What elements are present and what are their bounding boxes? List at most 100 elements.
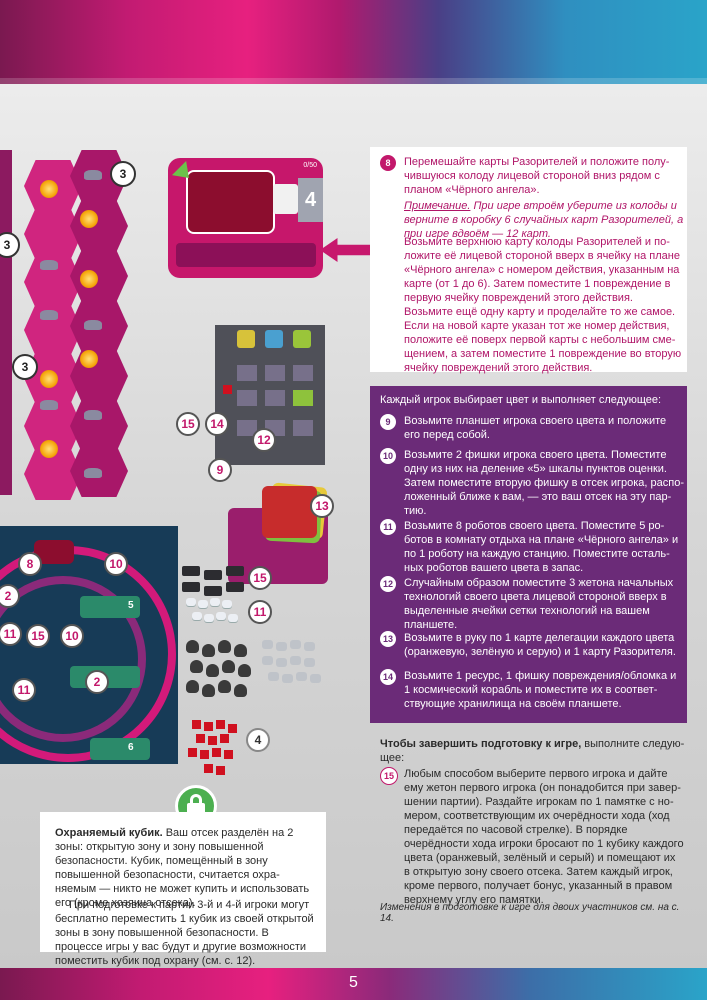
callout-12: 12: [252, 428, 276, 452]
token: [310, 674, 321, 683]
tech-slot: [293, 330, 311, 348]
callout-2: 2: [85, 670, 109, 694]
board-hex: [70, 200, 128, 252]
board-ring: [0, 576, 146, 742]
token: [296, 672, 307, 681]
cube: [220, 734, 229, 743]
card-slot: [186, 170, 275, 234]
lock-shackle: [190, 794, 202, 806]
footer-note: Изменения в подготовке к игре для двоих …: [380, 902, 680, 924]
station-label: 5: [128, 600, 134, 611]
robot: [218, 680, 231, 693]
callout-13: 13: [310, 494, 334, 518]
board-cell: [293, 420, 313, 436]
cube: [216, 766, 225, 775]
robot: [218, 640, 231, 653]
tech-stack: [182, 582, 200, 592]
token: [198, 600, 208, 608]
station-label: 6: [128, 742, 134, 753]
token: [304, 642, 315, 651]
callout-8: 8: [18, 552, 42, 576]
token: [276, 658, 287, 667]
tech-stack: [226, 582, 244, 592]
token: [290, 640, 301, 649]
robot: [234, 644, 247, 657]
step-8-main-text: Перемешайте карты Разорителей и положите…: [404, 156, 670, 196]
ship-icon: [40, 260, 58, 270]
board-hex: [70, 350, 128, 402]
finish-title: Чтобы завершить подготовку к игре,: [380, 738, 582, 750]
step-text: Возьмите 2 фишки игрока своего цвета. По…: [404, 449, 684, 517]
ship-icon: [84, 468, 102, 478]
cube: [192, 720, 201, 729]
callout-2: 2: [0, 584, 20, 608]
ship-icon: [40, 310, 58, 320]
raider-card: [262, 486, 317, 538]
tech-stack: [204, 570, 222, 580]
robot: [234, 684, 247, 697]
panel-intro: Каждый игрок выбирает цвет и выполняет с…: [380, 394, 662, 406]
token: [222, 600, 232, 608]
token: [186, 598, 196, 606]
step-number: 13: [380, 631, 396, 647]
ship-icon: [40, 400, 58, 410]
ship-icon: [84, 170, 102, 180]
player-steps-panel: Каждый игрок выбирает цвет и выполняет с…: [370, 386, 687, 723]
board-cell: [265, 365, 285, 381]
board-cell: [237, 365, 257, 381]
token: [290, 656, 301, 665]
page-number: 5: [349, 974, 358, 991]
step-text: Возьмите планшет игрока своего цвета и п…: [404, 415, 667, 441]
callout-15: 15: [176, 412, 200, 436]
note-body: При игре втроём уберите из колоды и вер­…: [404, 200, 684, 240]
callout-11: 11: [0, 622, 22, 646]
robot: [190, 660, 203, 673]
callout-14: 14: [205, 412, 229, 436]
token: [228, 614, 238, 622]
board-edge: [0, 150, 12, 495]
step-number: 12: [380, 576, 396, 592]
finish-setup-section: Чтобы завершить подготовку к игре, выпол…: [380, 737, 690, 906]
cube: [204, 722, 213, 731]
cube: [208, 736, 217, 745]
robot: [186, 680, 199, 693]
tech-stack: [204, 586, 222, 596]
cube: [228, 724, 237, 733]
step-text: Возьмите 8 роботов своего цвета. Помести…: [404, 520, 679, 574]
badge: 3: [12, 354, 38, 380]
token: [262, 640, 273, 649]
step-text: Случайным образом поместите 3 жетона нач…: [404, 577, 674, 631]
station-box: [80, 596, 140, 618]
token: [268, 672, 279, 681]
callout-10: 10: [104, 552, 128, 576]
damage-slot: [273, 184, 298, 214]
secure-cube-text-1: Ваш отсек разделён на 2 зоны: откры­тую …: [55, 827, 310, 909]
finish-title-rest: выполните следую­щее:: [380, 738, 685, 764]
callout-15: 15: [248, 566, 272, 590]
station-box: [90, 738, 150, 760]
callout-15: 15: [26, 624, 50, 648]
step-number: 11: [380, 519, 396, 535]
step-number: 15: [380, 767, 398, 785]
robot: [202, 684, 215, 697]
token: [204, 614, 214, 622]
cube: [224, 750, 233, 759]
tech-slot: [265, 330, 283, 348]
callout-11: 11: [12, 678, 36, 702]
callout-4: 4: [246, 728, 270, 752]
step-number: 8: [380, 155, 396, 171]
cube: [216, 720, 225, 729]
token: [216, 612, 226, 620]
step-15-text: Любым способом выберите первого игрока и…: [404, 768, 684, 906]
finish-heading: Чтобы завершить подготовку к игре, выпол…: [380, 737, 690, 765]
board-cell: [237, 420, 257, 436]
callout-9: 9: [208, 458, 232, 482]
secure-cube-title: Охраняемый кубик.: [55, 827, 163, 839]
robot: [186, 640, 199, 653]
board-hex: [24, 208, 82, 260]
cube: [212, 748, 221, 757]
step-text: Возьмите 1 ресурс, 1 фишку повреждения/о…: [404, 670, 677, 710]
step-8-text-2: Возьмите верхнюю карту колоды Разорителе…: [404, 236, 682, 374]
robot: [206, 664, 219, 677]
sun-icon: [40, 440, 58, 458]
